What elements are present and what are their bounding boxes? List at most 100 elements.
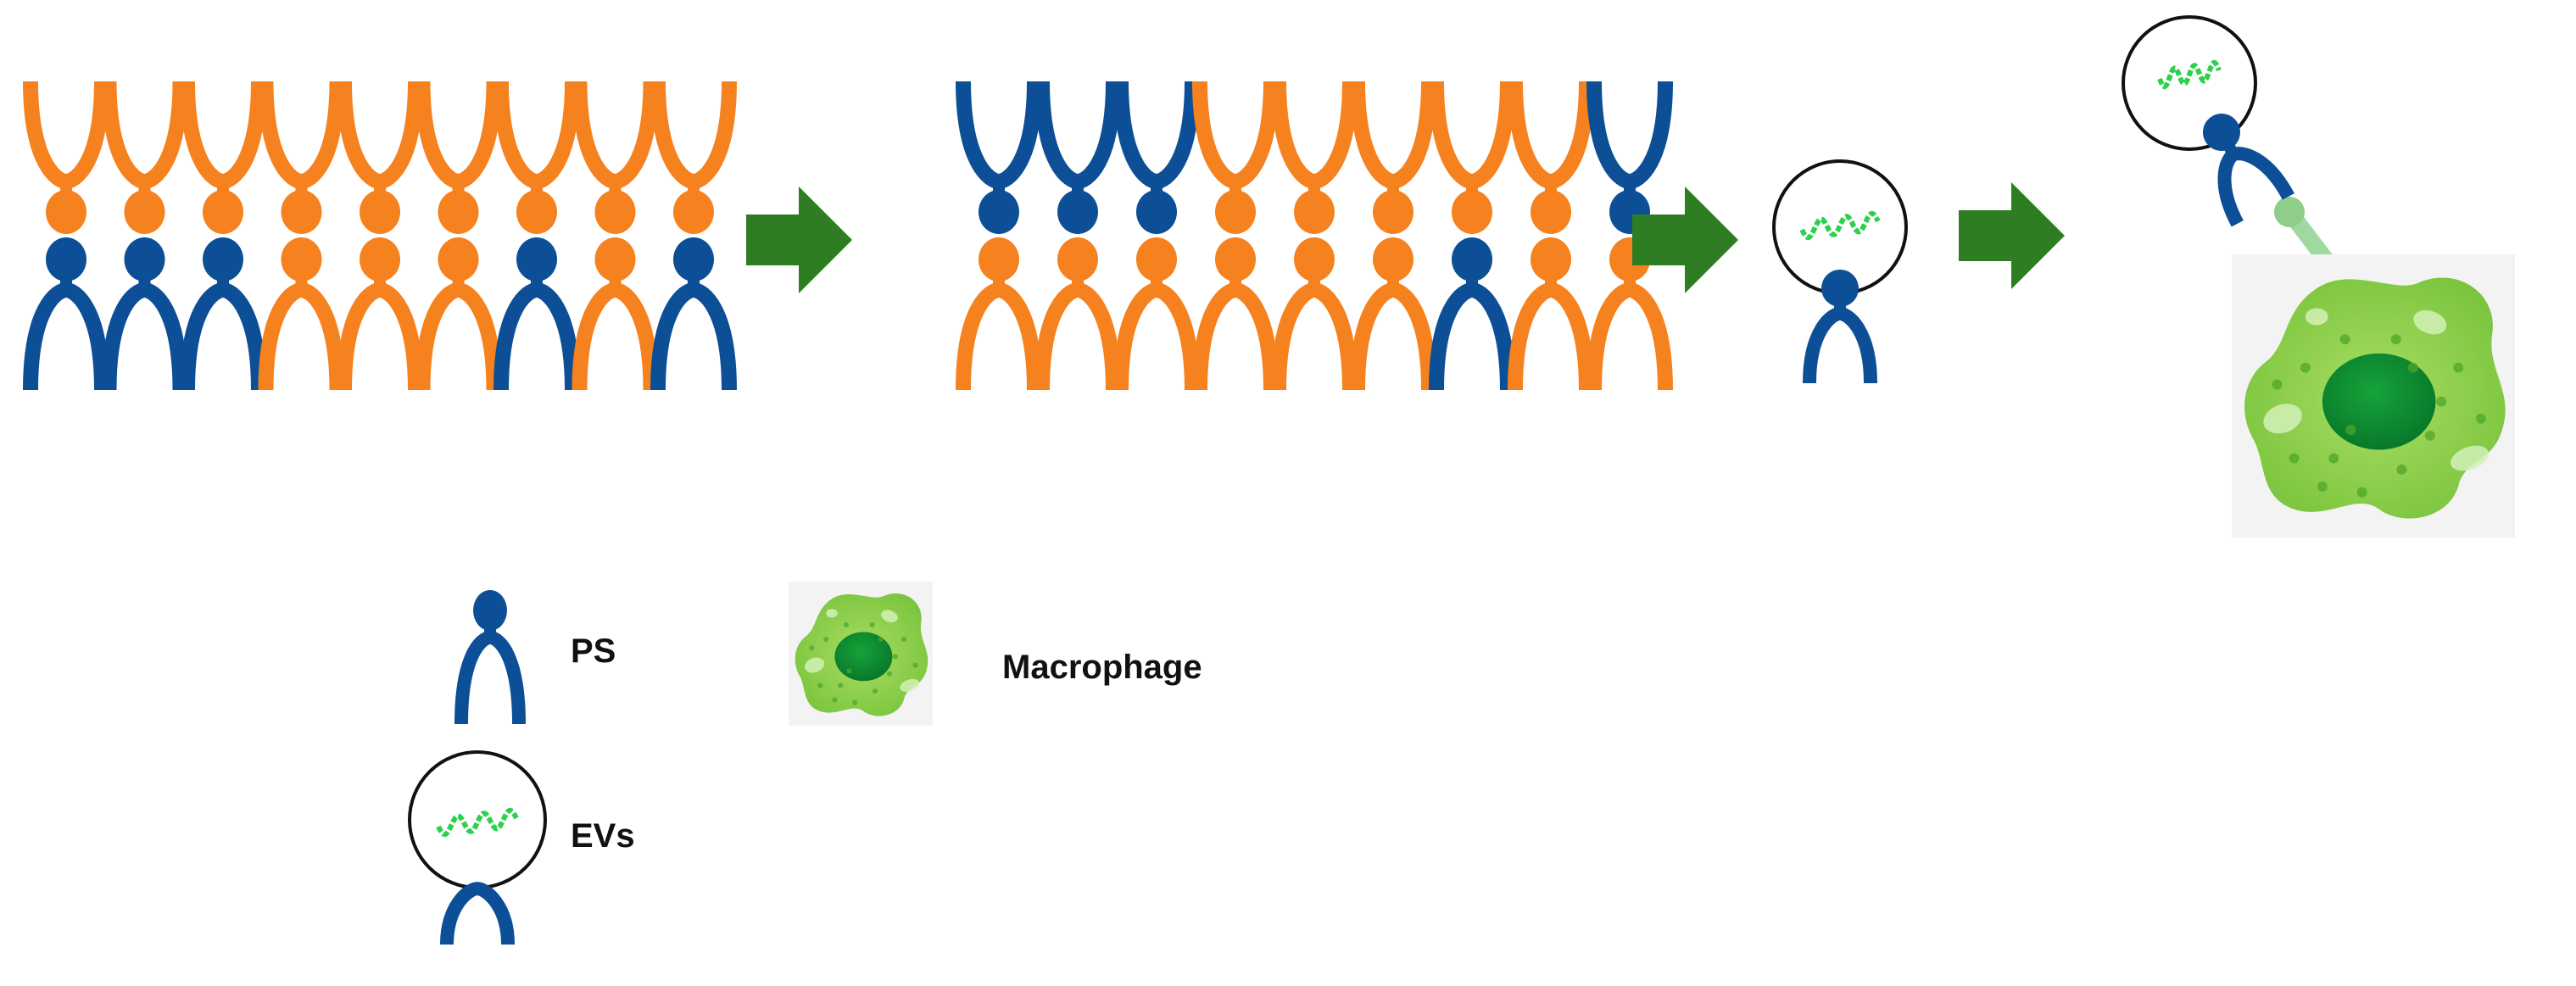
membrane-before-top-lipid-9	[658, 81, 729, 234]
membrane-before-bottom-lipid-6-head	[438, 237, 479, 281]
ev-bound	[2123, 17, 2289, 224]
ps-legend-label: PS	[571, 634, 616, 668]
membrane-after-bottom-lipid-1-tails	[963, 290, 1034, 390]
membrane-before	[31, 81, 729, 390]
membrane-before-bottom-lipid-5-head	[360, 237, 400, 281]
membrane-after-top-lipid-6-head	[1373, 190, 1413, 234]
membrane-before-bottom-lipid-3-tails	[187, 290, 259, 390]
membrane-after-top-lipid-9-tails	[1594, 81, 1665, 181]
membrane-after-top-lipid-4-tails	[1200, 81, 1271, 181]
membrane-before-bottom-lipid-3	[187, 237, 259, 390]
membrane-before-bottom-lipid-5	[344, 237, 415, 390]
membrane-before-bottom-lipid-9-tails	[658, 290, 729, 390]
membrane-before-bottom-lipid-4	[266, 237, 337, 390]
membrane-after-top-lipid-2	[1042, 81, 1113, 234]
legend-icons	[410, 582, 933, 944]
membrane-after-top-lipid-7-head	[1452, 190, 1492, 234]
macrophage-icon	[789, 582, 933, 726]
membrane-before-top-lipid-4-head	[282, 190, 322, 234]
membrane-after-bottom-lipid-3-head	[1136, 237, 1177, 281]
membrane-after-top-lipid-1-head	[979, 190, 1019, 234]
membrane-after-bottom-lipid-6-tails	[1358, 290, 1429, 390]
membrane-after-bottom-lipid-5	[1279, 237, 1350, 390]
membrane-before-top-lipid-2-tails	[109, 81, 181, 181]
membrane-after-top-lipid-6-tails	[1358, 81, 1429, 181]
membrane-after-top-lipid-5-head	[1294, 190, 1335, 234]
membrane-before-top-lipid-5-head	[360, 190, 400, 234]
membrane-before-bottom-lipid-9-head	[673, 237, 714, 281]
membrane-after-bottom-lipid-3-tails	[1121, 290, 1192, 390]
membrane-before-top-lipid-8-head	[595, 190, 636, 234]
membrane-after-bottom-lipid-5-head	[1294, 237, 1335, 281]
membrane-after-top-lipid-8-head	[1531, 190, 1571, 234]
membrane-after-bottom-lipid-5-tails	[1279, 290, 1350, 390]
evs-legend-label: EVs	[571, 819, 635, 853]
membrane-after-top-lipid-9	[1594, 81, 1665, 234]
macrophage-icon-nucleus	[834, 632, 892, 682]
membrane-before-top-lipid-7-tails	[501, 81, 572, 181]
membrane-after-bottom-lipid-3	[1121, 237, 1192, 390]
membrane-before-bottom-lipid-6	[423, 237, 494, 390]
membrane-before-bottom-lipid-6-tails	[423, 290, 494, 390]
membrane-before-top-lipid-4-tails	[266, 81, 337, 181]
membrane-after-bottom-lipid-8-head	[1531, 237, 1571, 281]
membrane-after-bottom-lipid-2-head	[1057, 237, 1098, 281]
membrane-before-top-lipid-8-tails	[580, 81, 651, 181]
membrane-after-top-lipid-5-tails	[1279, 81, 1350, 181]
ps-lipid-icon-tails	[461, 638, 519, 724]
ev-vesicle-icon	[410, 752, 545, 944]
membrane-before-bottom-lipid-7-head	[516, 237, 557, 281]
membrane-before-bottom-lipid-5-tails	[344, 290, 415, 390]
membrane-after-top-lipid-8	[1515, 81, 1586, 234]
membrane-before-top-lipid-1-head	[46, 190, 86, 234]
ev-legend-ps	[447, 889, 508, 944]
membrane-after-bottom-lipid-4	[1200, 237, 1271, 390]
membrane-before-top-lipid-3	[187, 81, 259, 234]
membrane-before-bottom-lipid-7	[501, 237, 572, 390]
membrane-before-top-lipid-5-tails	[344, 81, 415, 181]
membrane-before-top-lipid-3-head	[203, 190, 243, 234]
macrophage-legend-label: Macrophage	[1002, 650, 1202, 684]
ev-vesicle	[1774, 161, 1906, 383]
membrane-before-bottom-lipid-3-head	[203, 237, 243, 281]
membrane-after-top-lipid-6	[1358, 81, 1429, 234]
membrane-before-bottom-lipid-4-tails	[266, 290, 337, 390]
membrane-before-bottom-lipid-7-tails	[501, 290, 572, 390]
membrane-before-bottom-lipid-8	[580, 237, 651, 390]
membrane-after-top-lipid-3-head	[1136, 190, 1177, 234]
membrane-before-top-lipid-2	[109, 81, 181, 234]
membrane-before-top-lipid-7-head	[516, 190, 557, 234]
membrane-before-top-lipid-9-head	[673, 190, 714, 234]
ps-lipid-icon	[461, 590, 519, 724]
membrane-before-bottom-lipid-1-tails	[31, 290, 102, 390]
ps-lipid-icon-head	[473, 590, 507, 631]
membrane-after-top-lipid-2-head	[1057, 190, 1098, 234]
membrane-after-bottom-lipid-8	[1515, 237, 1586, 390]
membrane-after-bottom-lipid-7-tails	[1436, 290, 1508, 390]
arrow-1	[746, 187, 852, 293]
membrane-after-top-lipid-1	[963, 81, 1034, 234]
membrane-before-bottom-lipid-1	[31, 237, 102, 390]
membrane-after-bottom-lipid-1	[963, 237, 1034, 390]
ev-vesicle-ps-head	[1821, 270, 1859, 307]
membrane-after-bottom-lipid-1-head	[979, 237, 1019, 281]
ev-vesicle-ps-tails	[1809, 314, 1871, 383]
membrane-after-bottom-lipid-4-tails	[1200, 290, 1271, 390]
membrane-after-bottom-lipid-7-head	[1452, 237, 1492, 281]
membrane-after-top-lipid-4-head	[1215, 190, 1256, 234]
membrane-after-bottom-lipid-2-tails	[1042, 290, 1113, 390]
membrane-after-bottom-lipid-2	[1042, 237, 1113, 390]
membrane-before-top-lipid-6-tails	[423, 81, 494, 181]
membrane-after-bottom-lipid-6-head	[1373, 237, 1413, 281]
membrane-before-top-lipid-6-head	[438, 190, 479, 234]
membrane-before-bottom-lipid-8-tails	[580, 290, 651, 390]
ev-released	[1774, 161, 1906, 383]
ev-legend-ps-tails	[447, 889, 508, 944]
membrane-before-top-lipid-6	[423, 81, 494, 234]
arrow-2	[1632, 187, 1738, 293]
membrane-after-bottom-lipid-8-tails	[1515, 290, 1586, 390]
membrane-after-bottom-lipid-7	[1436, 237, 1508, 390]
membrane-after-bottom-lipid-6	[1358, 237, 1429, 390]
